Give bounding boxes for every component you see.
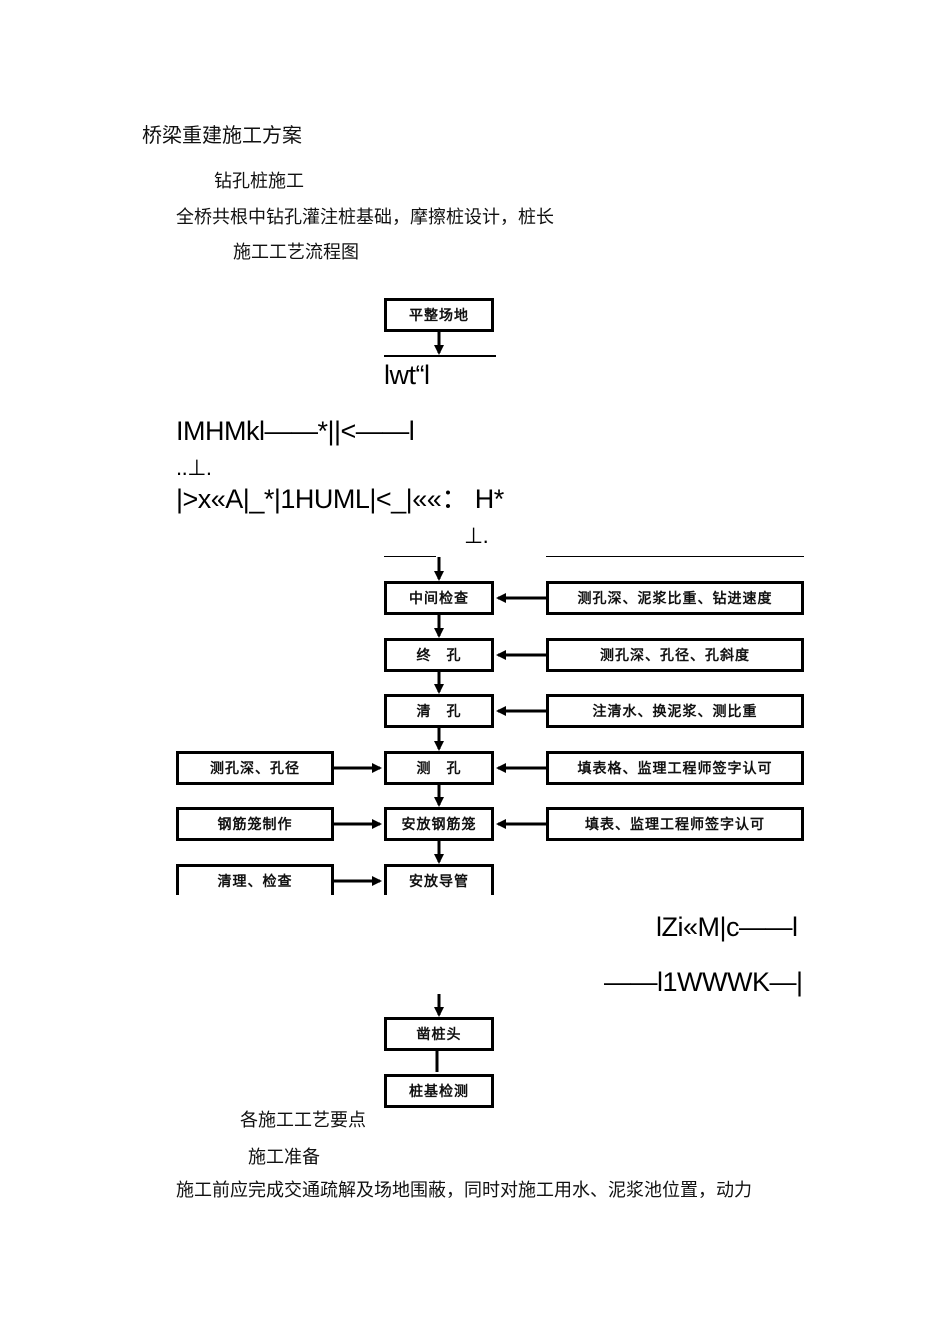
preparation-paragraph: 施工前应完成交通疏解及场地围蔽，同时对施工用水、泥浆池位置，动力 [176, 1180, 752, 1201]
flow-box-clean-hole: 清 孔 [384, 694, 494, 728]
intro-paragraph: 全桥共根中钻孔灌注桩基础，摩擦桩设计，桩长 [176, 207, 554, 228]
document-title: 桥梁重建施工方案 [142, 123, 302, 147]
ocr-fragment-4: |>x«A|_*|1HUML|<_|««： H* [176, 484, 504, 514]
flow-box-right-4: 填表格、监理工程师签字认可 [546, 751, 804, 785]
ocr-fragment-2: IMHMkl——*||<——l [176, 416, 415, 446]
flow-cut-line-left [384, 556, 436, 557]
flow-box-right-3: 注清水、换泥浆、测比重 [546, 694, 804, 728]
flow-box-measure-hole: 测 孔 [384, 751, 494, 785]
flow-cut-line-top [384, 355, 496, 357]
flow-box-pile-test: 桩基检测 [384, 1074, 494, 1108]
flow-box-right-1: 测孔深、泥浆比重、钻进速度 [546, 581, 804, 615]
section-heading-bored-pile: 钻孔桩施工 [214, 171, 304, 192]
ocr-fragment-6: lZi«M|c——l [656, 912, 798, 942]
flow-box-install-cage: 安放钢筋笼 [384, 807, 494, 841]
section-heading-preparation: 施工准备 [248, 1147, 320, 1168]
flow-chart-title: 施工工艺流程图 [233, 242, 359, 263]
flow-box-right-5: 填表、监理工程师签字认可 [546, 807, 804, 841]
ocr-fragment-5: ⊥. [464, 523, 489, 548]
flow-box-left-1: 测孔深、孔径 [176, 751, 334, 785]
flow-box-left-3: 清理、检查 [176, 864, 334, 895]
ocr-fragment-7: ——l1WWWK—| [604, 967, 803, 997]
flow-box-right-2: 测孔深、孔径、孔斜度 [546, 638, 804, 672]
flow-box-level-site: 平整场地 [384, 298, 494, 332]
ocr-fragment-3: ..⊥. [176, 455, 212, 480]
flow-cut-line-right [546, 556, 804, 557]
ocr-fragment-1: lwt“l [384, 360, 430, 390]
flow-box-pile-head: 凿桩头 [384, 1017, 494, 1051]
flow-box-install-pipe: 安放导管 [384, 864, 494, 895]
section-heading-key-points: 各施工工艺要点 [240, 1110, 366, 1131]
flow-box-left-2: 钢筋笼制作 [176, 807, 334, 841]
flow-box-final-hole: 终 孔 [384, 638, 494, 672]
flow-box-middle-check: 中间检查 [384, 581, 494, 615]
